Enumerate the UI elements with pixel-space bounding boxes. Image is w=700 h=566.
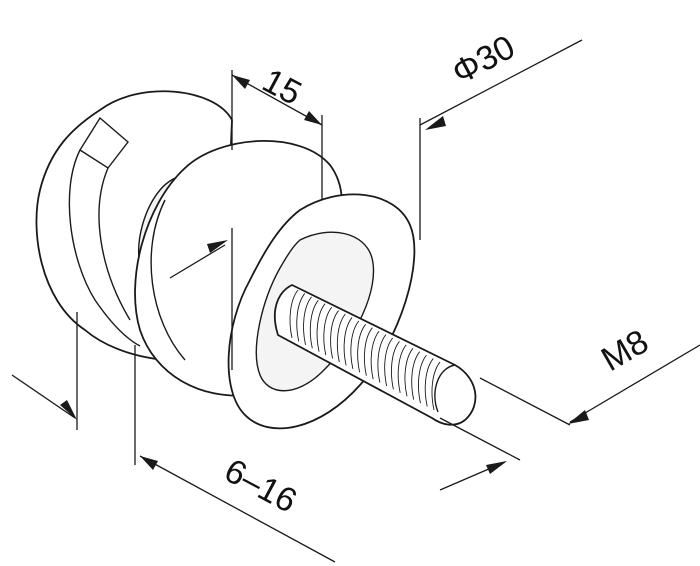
thread-ridge <box>404 348 414 397</box>
thread-ridge <box>323 306 333 356</box>
thread-ridge <box>384 337 394 387</box>
thread-ridge <box>330 310 339 359</box>
thread-ridge <box>289 289 299 339</box>
diameter-label: Φ30 <box>446 28 521 92</box>
thread-ridge <box>296 293 306 342</box>
threaded-bolt <box>273 284 477 426</box>
thread-ridge <box>431 361 441 411</box>
thread-ridge <box>397 344 407 393</box>
glass-range-label: 6–16 <box>218 452 303 521</box>
thread-ridge <box>411 351 421 400</box>
thread-ridge <box>309 300 319 349</box>
thread-ridge <box>343 317 353 366</box>
thread-ridge <box>303 296 312 345</box>
thread-ridge <box>424 358 434 407</box>
thread-ridge <box>316 303 326 352</box>
thread-ridge <box>391 341 400 390</box>
thread-ridge <box>363 327 373 376</box>
thread-ridge <box>370 330 380 380</box>
thread-ridge <box>418 354 427 404</box>
length-label: 15 <box>256 62 307 113</box>
thread-label: M8 <box>595 322 655 379</box>
thread-ridge <box>350 320 360 369</box>
thread-ridge <box>357 324 366 373</box>
dimension-lines <box>11 39 700 563</box>
bolt-threads <box>289 289 441 411</box>
thread-ridge <box>336 313 346 363</box>
thread-ridge <box>377 334 387 383</box>
